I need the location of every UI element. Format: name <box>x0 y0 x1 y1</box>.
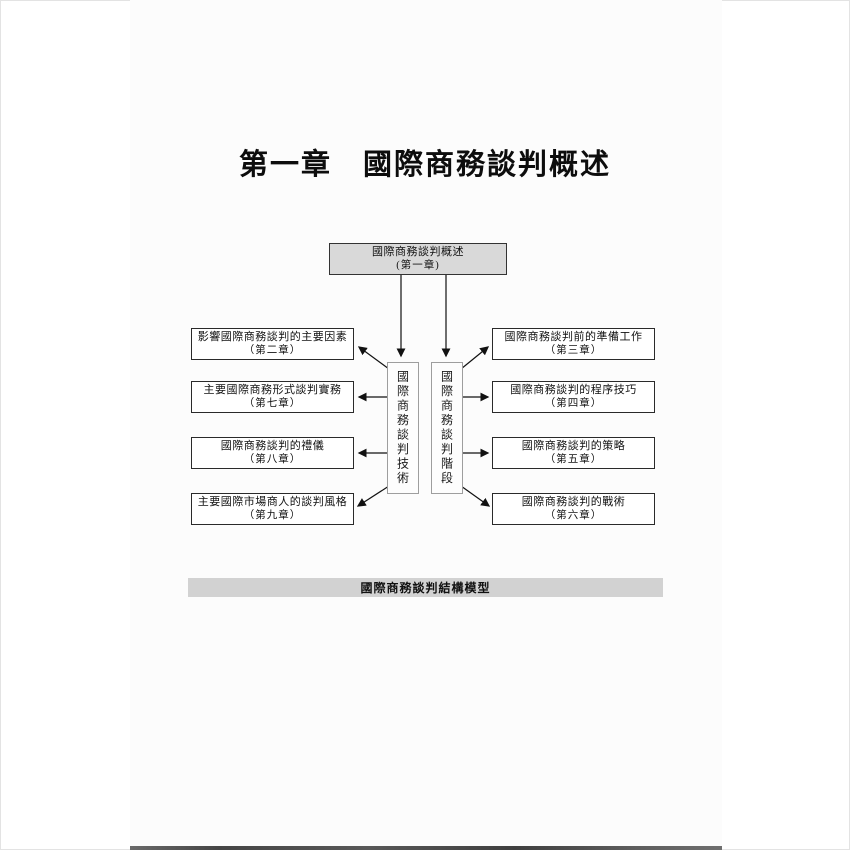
node-root-chapter1: 國際商務談判概述 (第一章) <box>329 243 507 275</box>
node-right-chapter5-title: 國際商務談判的策略 <box>521 439 626 452</box>
page-scan-area <box>130 0 722 850</box>
diagram-caption-text: 國際商務談判結構模型 <box>360 581 491 595</box>
node-right-chapter4: 國際商務談判的程序技巧 （第四章） <box>492 381 655 413</box>
node-right-chapter3-title: 國際商務談判前的準備工作 <box>504 330 643 343</box>
node-right-chapter6-chapter: （第六章） <box>544 510 603 522</box>
node-right-chapter6-title: 國際商務談判的戰術 <box>521 495 626 508</box>
node-root-chapter: (第一章) <box>396 260 440 272</box>
node-right-chapter4-title: 國際商務談判的程序技巧 <box>510 383 637 396</box>
node-hub-techniques-label: 國際商務談判技術 <box>395 370 410 486</box>
node-left-chapter8-title: 國際商務談判的禮儀 <box>220 439 325 452</box>
node-left-chapter7: 主要國際商務形式談判實務 （第七章） <box>191 381 354 413</box>
node-root-title: 國際商務談判概述 <box>372 245 464 258</box>
page-bottom-scan-edge <box>130 846 722 850</box>
node-left-chapter8: 國際商務談判的禮儀 （第八章） <box>191 437 354 469</box>
chapter-title: 第一章 國際商務談判概述 <box>238 149 611 181</box>
node-left-chapter2: 影響國際商務談判的主要因素 （第二章） <box>191 328 354 360</box>
node-left-chapter2-chapter: （第二章） <box>243 345 302 357</box>
node-left-chapter7-chapter: （第七章） <box>243 398 302 410</box>
node-hub-stages: 國際商務談判階段 <box>431 362 463 494</box>
node-right-chapter5-chapter: （第五章） <box>544 454 603 466</box>
node-right-chapter3: 國際商務談判前的準備工作 （第三章） <box>492 328 655 360</box>
node-right-chapter4-chapter: （第四章） <box>544 398 603 410</box>
node-right-chapter5: 國際商務談判的策略 （第五章） <box>492 437 655 469</box>
node-hub-techniques: 國際商務談判技術 <box>387 362 419 494</box>
node-right-chapter3-chapter: （第三章） <box>544 345 603 357</box>
node-left-chapter9: 主要國際市場商人的談判風格 （第九章） <box>191 493 354 525</box>
diagram-caption-bar: 國際商務談判結構模型 <box>188 578 663 597</box>
node-left-chapter9-title: 主要國際市場商人的談判風格 <box>197 495 348 508</box>
node-right-chapter6: 國際商務談判的戰術 （第六章） <box>492 493 655 525</box>
node-left-chapter9-chapter: （第九章） <box>243 510 302 522</box>
node-left-chapter7-title: 主要國際商務形式談判實務 <box>203 383 342 396</box>
node-hub-stages-label: 國際商務談判階段 <box>439 370 454 486</box>
node-left-chapter2-title: 影響國際商務談判的主要因素 <box>197 330 348 343</box>
node-left-chapter8-chapter: （第八章） <box>243 454 302 466</box>
